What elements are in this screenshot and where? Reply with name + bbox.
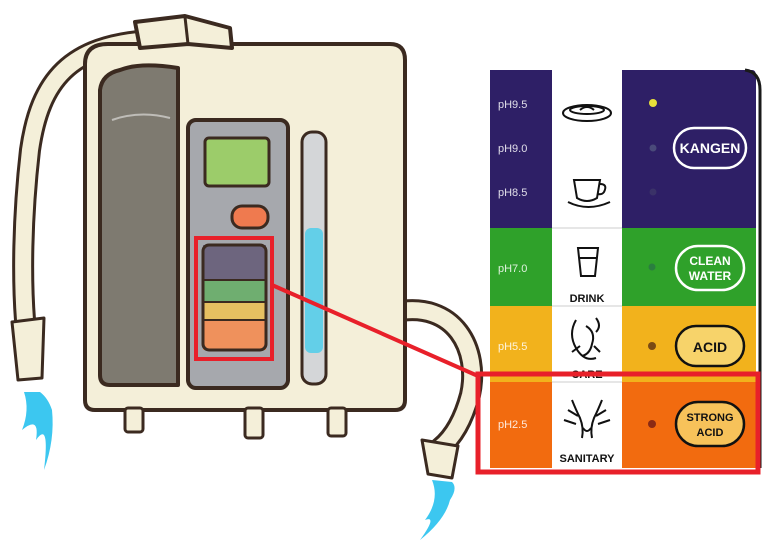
foot-right [326,406,348,438]
drinking-glass-icon [576,247,600,277]
strong-acid-label-line1: STRONG [686,412,733,424]
acid-mode-button: ACID [674,324,746,368]
ph-label-9-0: pH9.0 [498,143,527,155]
mini-indicator [201,243,268,352]
ph-label-9-5: pH9.5 [498,99,527,111]
display-screen [203,136,271,188]
cooking-pot-icon [562,104,612,122]
strong-acid-label-line2: ACID [697,427,724,439]
foot-left [123,406,145,434]
filter-window [98,63,180,387]
foot-mid [243,406,265,440]
indicator-light-8-5 [649,188,657,196]
indicator-light-7-0 [648,263,656,271]
orange-button [230,204,270,230]
indicator-light-9-0 [649,144,657,152]
right-water-stream [420,480,455,540]
left-nozzle [10,316,46,382]
caption-drink: DRINK [570,293,605,305]
left-water-stream [22,392,53,470]
clean-water-label-line2: WATER [689,269,732,283]
indicator-light-9-5 [649,99,657,107]
strong-acid-highlight-box [475,371,761,475]
kangen-label: KANGEN [680,140,741,156]
clean-water-label-line1: CLEAN [689,254,730,268]
top-spout [133,14,234,50]
clean-water-mode-button: CLEAN WATER [674,244,746,292]
face-care-icon [571,317,601,360]
indicator-light-2-5 [648,420,656,428]
hands-washing-icon [563,399,611,439]
indicator-light-5-5 [648,342,656,350]
indicator-highlight-box [194,236,274,361]
right-nozzle [420,438,460,480]
zoom-connector-line [271,283,479,378]
strong-acid-mode-button: STRONG ACID [674,400,746,448]
caption-sanitary: SANITARY [560,453,616,465]
ph-indicator-panel: pH9.5 pH9.0 pH8.5 pH7.0 pH5.5 pH2.5 DRIN… [490,68,762,468]
ph-label-5-5: pH5.5 [498,341,527,353]
ph-label-7-0: pH7.0 [498,263,527,275]
ph-label-8-5: pH8.5 [498,187,527,199]
ph-label-2-5: pH2.5 [498,419,527,431]
coffee-cup-icon [567,179,611,208]
ionizer-machine [10,14,484,540]
kangen-mode-button: KANGEN [672,126,748,170]
icon-column [552,70,622,468]
acid-label: ACID [693,339,727,355]
